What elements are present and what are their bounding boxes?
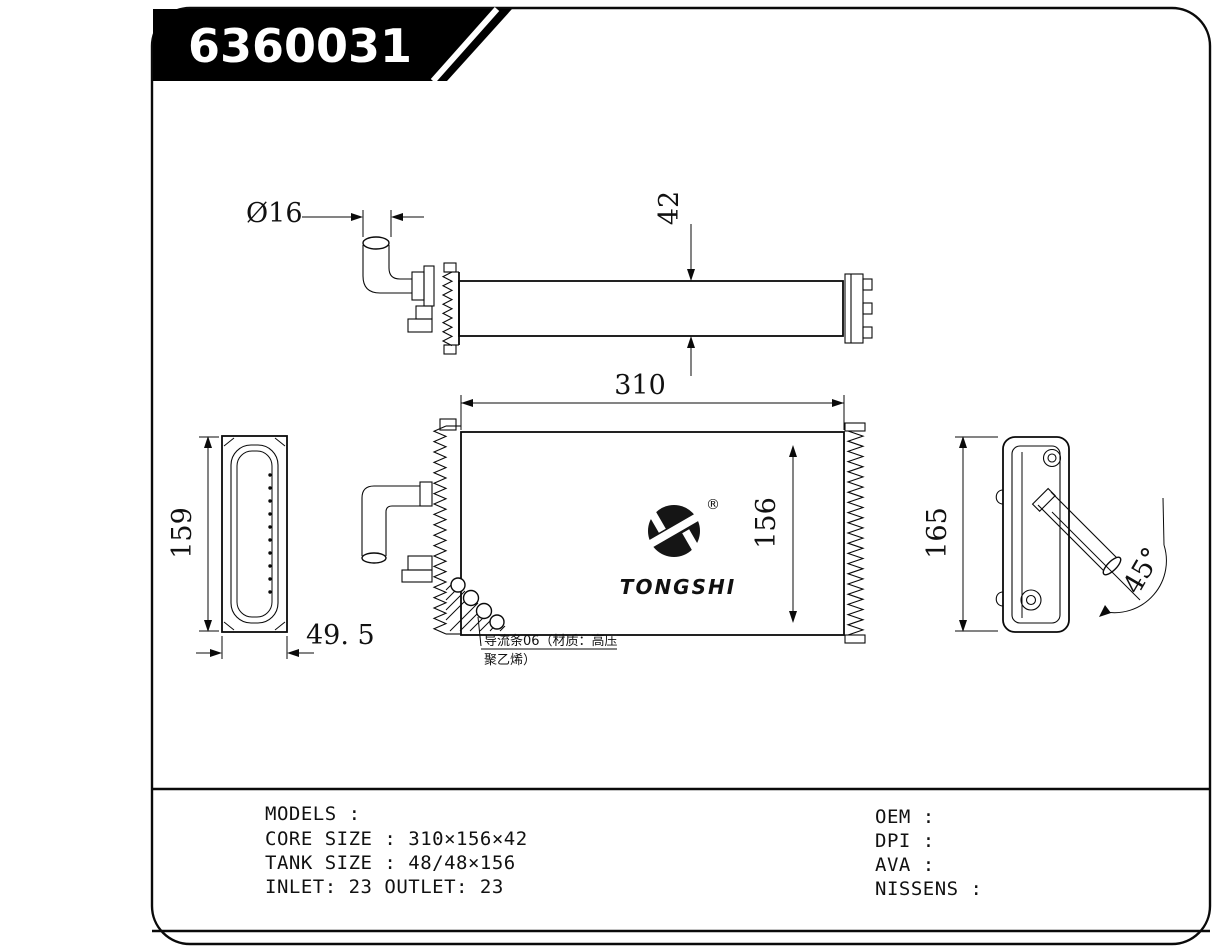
svg-text:159: 159 bbox=[167, 507, 198, 559]
top-view bbox=[362, 236, 873, 355]
spec-models: MODELS : bbox=[265, 803, 361, 825]
right-view bbox=[995, 436, 1122, 633]
part-number: 6360031 bbox=[188, 19, 412, 73]
tongshi-logo: ® TONGSHI bbox=[620, 497, 736, 599]
spec-nissens: NISSENS : bbox=[875, 878, 982, 900]
svg-text:165: 165 bbox=[922, 507, 953, 559]
tube-dots bbox=[268, 473, 272, 594]
svg-text:49. 5: 49. 5 bbox=[306, 620, 375, 651]
svg-text:45°: 45° bbox=[1117, 542, 1168, 599]
svg-text:156: 156 bbox=[751, 497, 782, 549]
dim-height: 156 bbox=[751, 445, 797, 623]
dim-left-view-width: 49. 5 bbox=[196, 620, 375, 659]
dim-left-view-height: 159 bbox=[167, 436, 219, 632]
spec-ava: AVA : bbox=[875, 854, 935, 876]
part-number-banner: 6360031 bbox=[153, 7, 512, 83]
spec-dpi: DPI : bbox=[875, 830, 935, 852]
svg-text:42: 42 bbox=[654, 191, 685, 225]
svg-text:Ø16: Ø16 bbox=[246, 198, 303, 229]
spec-table: MODELS : CORE SIZE : 310×156×42 TANK SIZ… bbox=[265, 803, 982, 900]
dimensions: Ø16 42 310 156 bbox=[167, 191, 1168, 659]
brand-name: TONGSHI bbox=[620, 575, 736, 599]
spec-inlet-outlet: INLET: 23 OUTLET: 23 bbox=[265, 876, 504, 898]
left-view bbox=[221, 435, 288, 633]
callout-line2: 聚乙烯） bbox=[484, 653, 536, 668]
deflector-callout: 导流条06（材质：高压 聚乙烯） bbox=[477, 616, 618, 668]
dim-depth: 42 bbox=[654, 191, 695, 376]
dim-right-view-height: 165 bbox=[922, 436, 998, 632]
spec-tank-size: TANK SIZE : 48/48×156 bbox=[265, 852, 516, 874]
dim-pipe-diameter: Ø16 bbox=[246, 198, 424, 237]
dim-width: 310 bbox=[460, 370, 845, 430]
spec-oem: OEM : bbox=[875, 806, 935, 828]
svg-text:310: 310 bbox=[614, 370, 666, 401]
deflector-strip bbox=[445, 577, 506, 632]
callout-line1: 导流条06（材质：高压 bbox=[484, 633, 618, 649]
sheet-border bbox=[150, 6, 1212, 946]
spec-core-size: CORE SIZE : 310×156×42 bbox=[265, 828, 528, 850]
front-view: 导流条06（材质：高压 聚乙烯） ® TONGSHI bbox=[361, 418, 866, 668]
registered-mark: ® bbox=[706, 497, 720, 513]
